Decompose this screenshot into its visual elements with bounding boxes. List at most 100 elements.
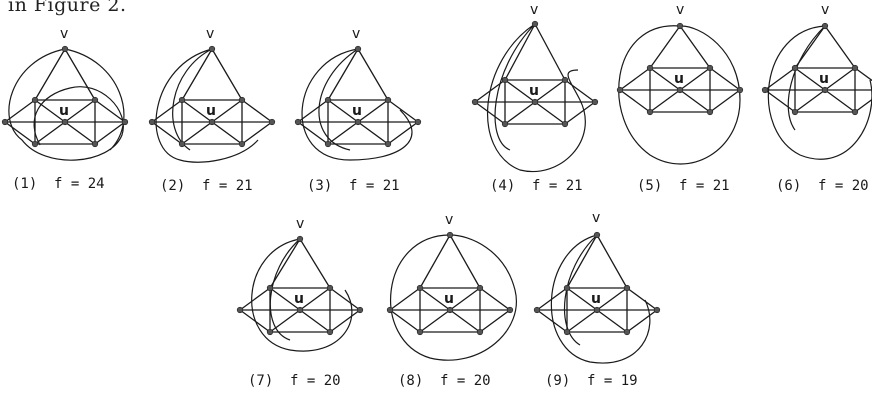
edge-to-v	[357, 48, 389, 101]
graph-edge	[649, 67, 681, 91]
graph-vertex	[384, 140, 392, 148]
graph-edge	[239, 287, 271, 311]
curved-edges	[550, 234, 651, 364]
graph-edge	[34, 99, 66, 123]
graph-edge	[64, 121, 96, 145]
graph-edge	[679, 89, 711, 113]
graph-vertex	[476, 284, 484, 292]
graph-edge	[679, 67, 711, 91]
edge-to-v	[566, 234, 598, 289]
graph-edge	[419, 309, 451, 333]
graph-vertex	[356, 306, 364, 314]
graph-edge	[536, 309, 568, 333]
edge-to-v	[34, 48, 66, 101]
graph-edge	[794, 89, 826, 113]
graph-vertex	[1, 118, 9, 126]
graph-vertex	[563, 328, 571, 336]
graph-edge	[504, 101, 536, 125]
graph-vertex	[416, 328, 424, 336]
curved-edges	[251, 238, 353, 352]
graph-edge	[764, 89, 796, 113]
vertex-u-label: u	[674, 71, 684, 87]
edge-to-v	[64, 48, 96, 101]
graph-vertex	[326, 284, 334, 292]
edge-to-v	[299, 238, 331, 289]
graph-edge	[824, 67, 856, 91]
panel-caption: f = 20	[440, 373, 491, 389]
vertex-v-label: v	[60, 26, 68, 42]
edge-to-v	[327, 48, 359, 101]
edge-to-v	[419, 234, 451, 289]
edge-to-v	[211, 48, 243, 101]
graph-vertex	[324, 96, 332, 104]
graph-vertex	[121, 118, 129, 126]
edge-to-v	[269, 238, 301, 289]
vertex-v-label: v	[296, 216, 304, 232]
graph-vertex	[238, 140, 246, 148]
panel-caption: f = 20	[818, 178, 869, 194]
graph-vertex	[416, 284, 424, 292]
edge-to-v	[649, 25, 681, 69]
graph-edge	[211, 99, 243, 123]
vertex-v-label: v	[821, 2, 829, 18]
vertex-u-label: u	[59, 103, 69, 119]
graph-vertex	[791, 64, 799, 72]
edge-to-v	[449, 234, 481, 289]
curved-edges	[8, 48, 125, 161]
graph-vertex	[266, 328, 274, 336]
graph-edge	[357, 99, 389, 123]
vertex-u-label: u	[294, 291, 304, 307]
graph-edge	[626, 309, 658, 333]
graph-vertex	[706, 64, 714, 72]
graph-edge	[649, 89, 681, 113]
graph-edge	[619, 89, 651, 113]
graph-vertex	[296, 306, 304, 314]
graph-vertex	[414, 118, 422, 126]
edge-to-v	[679, 25, 711, 69]
graph-edge	[474, 101, 506, 125]
graph-edge	[626, 287, 658, 311]
graph-edge	[564, 79, 596, 103]
curved-edges	[301, 48, 413, 161]
graph-vertex	[208, 118, 216, 126]
graph-vertex	[706, 108, 714, 116]
panel-number: (7)	[248, 373, 273, 389]
graph-vertex	[236, 306, 244, 314]
graph-edge	[151, 99, 183, 123]
edge-to-v	[181, 48, 213, 101]
graph-vertex	[676, 86, 684, 94]
graph-vertex	[148, 118, 156, 126]
graph-edge	[449, 309, 481, 333]
curved-edges	[618, 25, 741, 165]
graph-vertex	[326, 328, 334, 336]
edge-to-v	[534, 23, 566, 81]
vertex-v-label: v	[592, 210, 600, 226]
vertex-u-label: u	[352, 103, 362, 119]
graph-panel-7: vu(7)f = 20	[236, 216, 364, 389]
panel-caption: f = 21	[679, 178, 730, 194]
graph-vertex	[31, 140, 39, 148]
graph-edge	[299, 309, 331, 333]
graph-edge	[181, 99, 213, 123]
graph-edge	[564, 101, 596, 125]
graph-vertex	[561, 76, 569, 84]
graph-edge	[269, 287, 301, 311]
graph-edge	[419, 287, 451, 311]
panel-number: (3)	[307, 178, 332, 194]
graph-edge	[479, 287, 511, 311]
graph-edge	[596, 309, 628, 333]
graph-edge	[854, 67, 872, 82]
panel-number: (8)	[398, 373, 423, 389]
graph-edge	[389, 309, 421, 333]
graph-edge	[387, 99, 419, 123]
panel-caption: f = 21	[532, 178, 583, 194]
graph-edge	[299, 287, 331, 311]
graph-vertex	[294, 118, 302, 126]
graph-panel-9: vu(9)f = 19	[533, 210, 661, 389]
vertex-v	[61, 45, 69, 53]
graph-vertex	[561, 120, 569, 128]
graph-vertex	[616, 86, 624, 94]
vertex-v-label: v	[530, 2, 538, 18]
graph-vertex	[324, 140, 332, 148]
graph-vertex	[91, 140, 99, 148]
